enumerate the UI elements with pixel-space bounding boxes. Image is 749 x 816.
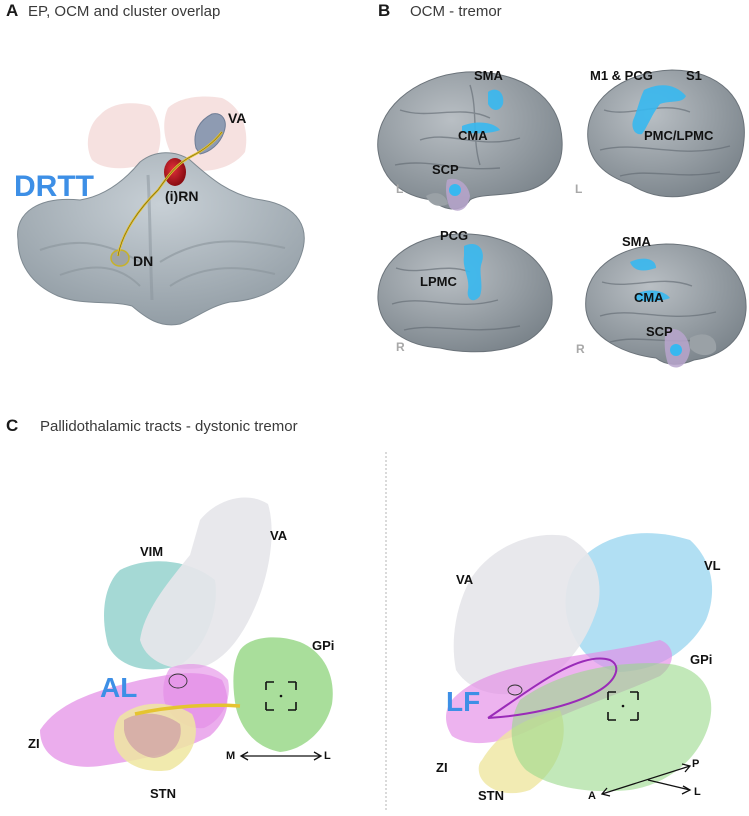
label-right-zi: ZI [436,760,448,775]
label-left-stn: STN [150,786,176,801]
label-va: VA [228,110,247,126]
label-right-va: VA [456,572,474,587]
label-left-gpi: GPi [312,638,335,653]
label-left-va: VA [270,528,288,543]
label-right-vl: VL [704,558,721,573]
cerebellum-brainstem-model [17,96,305,326]
label-left-zi: ZI [28,736,40,751]
label-view4-scp: SCP [646,324,673,339]
brain-view-3 [377,233,553,353]
label-view2-side: L [575,182,583,196]
pallidothalamic-right-model [446,533,713,797]
label-axis-l-right: L [694,786,701,798]
label-view4-sma: SMA [622,234,651,249]
label-left-al: AL [100,672,138,703]
panel-b-letter: B [378,1,391,20]
brain-view-2 [587,69,745,198]
label-view2-pmc-lpmc: PMC/LPMC [644,128,714,143]
panel-a-letter: A [6,1,19,20]
label-drtt: DRTT [14,170,94,203]
label-view1-cma: CMA [458,128,488,143]
label-axis-p: P [692,758,700,770]
panel-c-title: Pallidothalamic tracts - dystonic tremor [40,418,298,435]
panel-c-letter: C [6,416,19,435]
label-view1-sma: SMA [474,68,503,83]
brain-view-1 [377,71,563,211]
label-view1-side: L [396,182,404,196]
label-view4-side: R [576,342,585,356]
label-right-gpi: GPi [690,652,713,667]
pallidothalamic-left-model [40,497,333,772]
label-axis-l-left: L [324,750,331,762]
label-view4-cma: CMA [634,290,664,305]
label-view3-pcg: PCG [440,228,469,243]
label-view1-scp: SCP [432,162,459,177]
panel-a-title: EP, OCM and cluster overlap [28,3,221,20]
label-right-lf: LF [446,686,481,717]
label-view3-side: R [396,340,405,354]
label-left-vim: VIM [140,544,164,559]
label-right-stn: STN [478,788,504,803]
label-view2-s1: S1 [686,68,702,83]
label-axis-m: M [226,750,236,762]
label-view2-m1-pcg: M1 & PCG [590,68,653,83]
label-view3-lpmc: LPMC [420,274,457,289]
panel-b-title: OCM - tremor [410,3,502,20]
label-axis-a: A [588,790,596,802]
label-irn: (i)RN [165,188,199,204]
brain-view-4 [585,243,747,368]
label-dn: DN [133,253,154,269]
